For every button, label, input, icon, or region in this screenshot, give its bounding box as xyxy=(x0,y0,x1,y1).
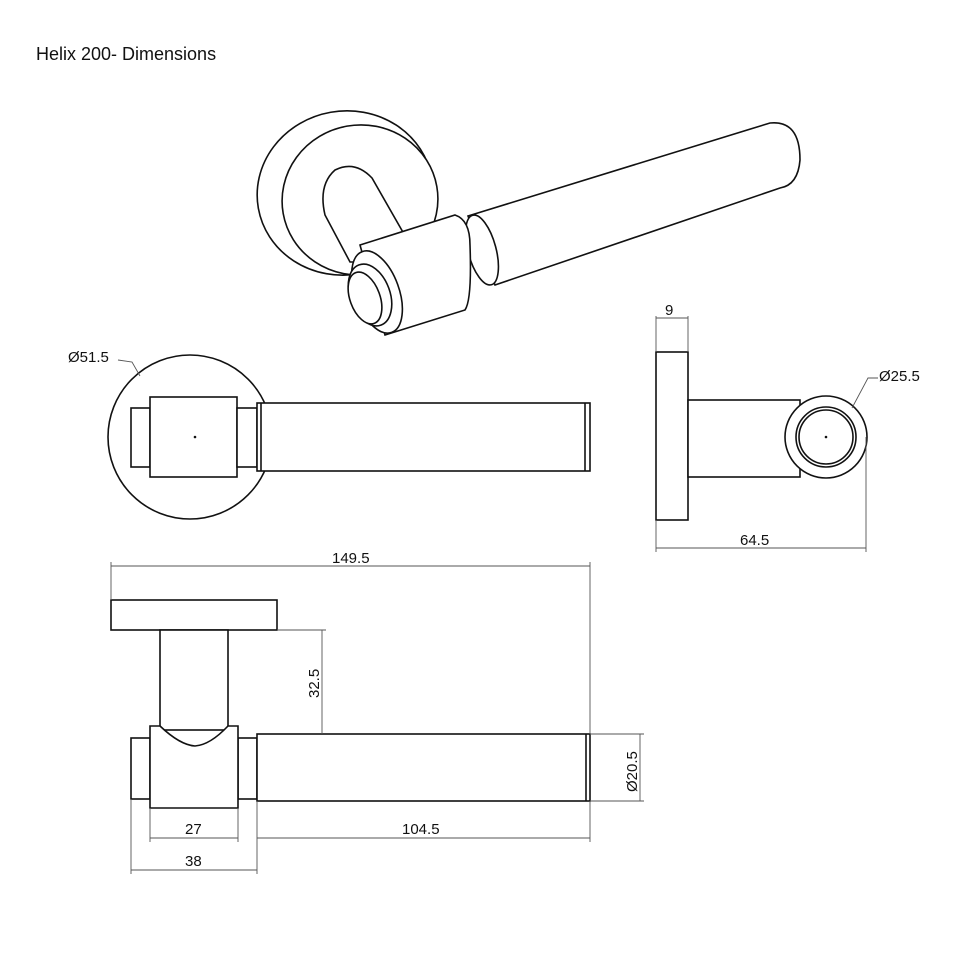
rose-diameter-label: Ø51.5 xyxy=(68,349,109,366)
collar-diameter-label: Ø25.5 xyxy=(879,368,920,385)
top-view xyxy=(110,562,644,874)
drawing-title: Helix 200- Dimensions xyxy=(36,44,217,64)
projection-label: 64.5 xyxy=(740,532,769,549)
lever-length-label: 104.5 xyxy=(402,821,440,838)
hub-width-label: 38 xyxy=(185,853,202,870)
collar-width-label: 27 xyxy=(185,821,202,838)
front-view xyxy=(107,354,591,520)
rose-thickness-label: 9 xyxy=(665,302,673,319)
stem-height-label: 32.5 xyxy=(306,669,323,698)
lever-diameter-label: Ø20.5 xyxy=(624,751,641,792)
side-view xyxy=(655,316,878,552)
isometric-view xyxy=(256,110,801,337)
overall-length-label: 149.5 xyxy=(332,550,370,567)
